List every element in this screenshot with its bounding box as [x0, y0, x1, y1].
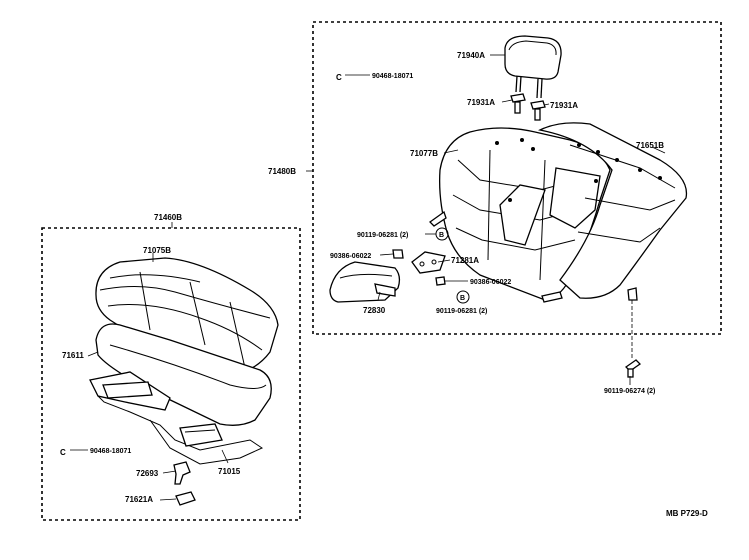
clip-c-top-symbol: C	[336, 73, 342, 82]
label-assy-rear-cushion: 71460B	[154, 213, 182, 222]
label-hinge: 71281A	[451, 256, 479, 265]
bolt-bottom-illustration	[624, 300, 642, 378]
label-headrest-support-left: 71931A	[467, 98, 495, 107]
label-back-cover-left: 71077B	[410, 149, 438, 158]
rear-cushion-group-box	[41, 227, 301, 521]
label-bolt-b-top: 90119-06281 (2)	[357, 232, 408, 239]
label-armrest: 72830	[363, 306, 386, 315]
label-bolt-b-bottom: 90119-06281 (2)	[436, 308, 487, 315]
label-frame: 71015	[218, 467, 241, 476]
label-back-cover-right: 71651B	[636, 141, 664, 150]
leader-lines	[87, 54, 666, 501]
label-cushion-pad: 71611	[62, 351, 84, 360]
seatback-illustration	[428, 122, 688, 303]
figure-code: MB P729-D	[666, 509, 708, 518]
clip-c-top-illustration: C	[336, 73, 370, 82]
label-clip-c-bottom: 90468-18071	[90, 448, 131, 455]
hinge-hardware-illustration: B B	[392, 227, 470, 304]
label-nut-right: 90386-06022	[470, 279, 511, 286]
armrest-illustration	[329, 261, 401, 303]
callout-b-top-text: B	[439, 232, 444, 239]
clip-c-bottom-symbol: C	[60, 448, 66, 457]
hook-illustration	[173, 461, 191, 485]
label-hook: 72693	[136, 469, 159, 478]
callout-b-bottom	[456, 290, 470, 304]
label-headrest: 71940A	[457, 51, 485, 60]
label-clip-small: 71621A	[125, 495, 153, 504]
callout-b-bottom-text: B	[460, 295, 465, 302]
clip-small-illustration	[175, 491, 196, 506]
cushion-illustration	[89, 257, 279, 465]
label-assy-rear-back: 71480B	[268, 167, 296, 176]
label-clip-c-top: 90468-18071	[372, 73, 413, 80]
rear-seatback-group-box	[312, 21, 722, 335]
label-cushion-cover: 71075B	[143, 246, 171, 255]
label-headrest-support-right: 71931A	[550, 101, 578, 110]
clip-c-bottom-illustration: C	[60, 448, 88, 457]
headrest-illustration	[504, 35, 562, 99]
label-bolt-bottom: 90119-06274 (2)	[604, 388, 655, 395]
label-nut-left: 90386-06022	[330, 253, 371, 260]
headrest-support-illustration	[510, 93, 546, 121]
